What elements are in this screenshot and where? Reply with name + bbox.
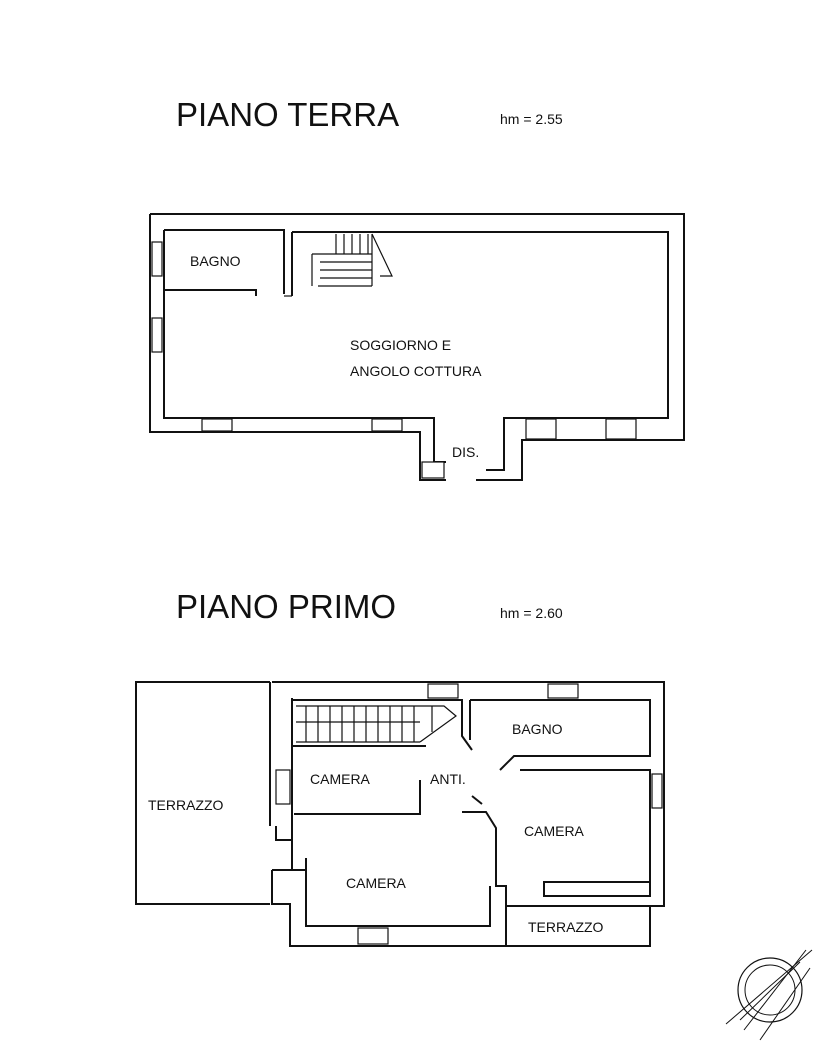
room-label: TERRAZZO (528, 919, 604, 935)
ground-floor-title: PIANO TERRA (176, 96, 399, 133)
window (525, 418, 557, 440)
north-arrow-icon (725, 949, 813, 1041)
room-label: TERRAZZO (148, 797, 224, 813)
room-label: ANTI. (430, 771, 466, 787)
window (151, 317, 163, 353)
room-label: CAMERA (310, 771, 371, 787)
ground-floor-height: hm = 2.55 (500, 111, 563, 127)
ground-stairs (311, 233, 393, 287)
room-label: ANGOLO COTTURA (350, 363, 482, 379)
window (201, 418, 233, 432)
first-floor-height: hm = 2.60 (500, 605, 563, 621)
room-label: BAGNO (512, 721, 563, 737)
window (651, 773, 663, 809)
first-floor-plan: TERRAZZO CAMERA ANTI. BAGNO CAMERA CAMER… (135, 681, 665, 947)
first-floor-title: PIANO PRIMO (176, 588, 396, 625)
window (357, 927, 389, 945)
room-label: BAGNO (190, 253, 241, 269)
first-stairs (296, 705, 457, 743)
window (421, 461, 445, 479)
window (275, 769, 291, 805)
room-label: SOGGIORNO E (350, 337, 451, 353)
window (605, 418, 637, 440)
window (151, 241, 163, 277)
window (371, 418, 403, 432)
room-label: CAMERA (524, 823, 585, 839)
room-label: DIS. (452, 444, 479, 460)
ground-floor-plan: BAGNO SOGGIORNO E ANGOLO COTTURA DIS. (149, 213, 685, 481)
room-label: CAMERA (346, 875, 407, 891)
